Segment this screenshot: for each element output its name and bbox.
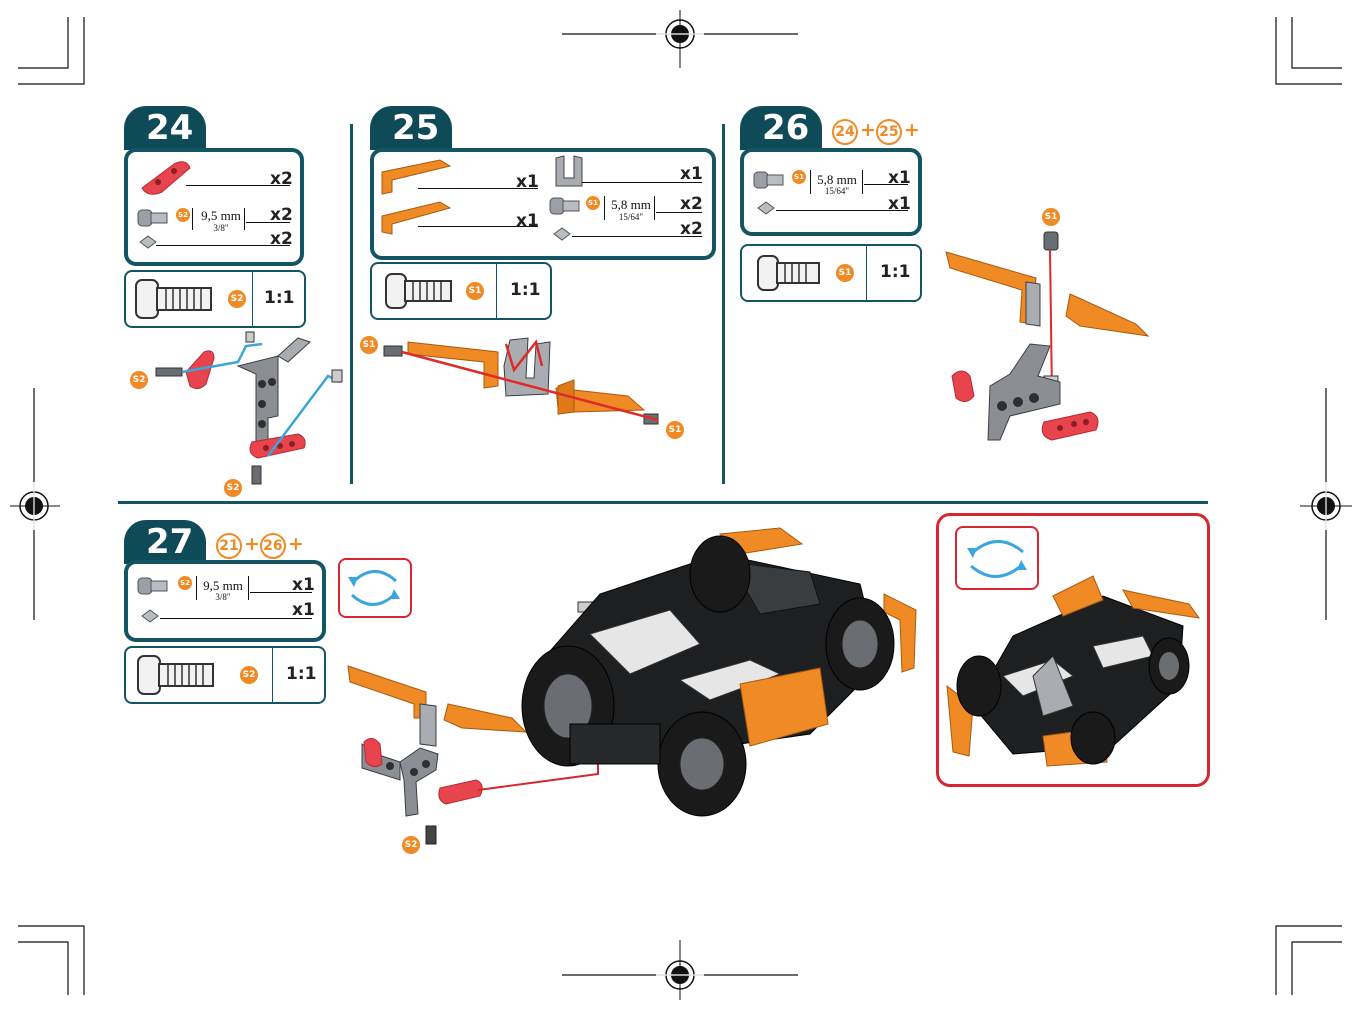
scale-ratio: 1:1: [510, 280, 540, 300]
part-quantity: x2: [270, 205, 293, 225]
part-quantity: x2: [270, 169, 293, 189]
part-quantity: x1: [516, 211, 539, 231]
nut-part-icon: [756, 200, 776, 216]
screw-scale-box: S1 1:1: [370, 262, 552, 320]
part-quantity: x1: [516, 172, 539, 192]
step-ref-circle: 21: [216, 533, 242, 559]
crop-mark-icon: [1276, 926, 1342, 995]
part-quantity: x2: [270, 229, 293, 249]
nut-part-icon: [140, 608, 160, 624]
screw-size-badge: S2: [178, 576, 192, 590]
registration-mark-icon: [656, 10, 704, 68]
screw-length-inch: 3/8": [196, 223, 246, 233]
crop-mark-icon: [18, 17, 68, 68]
finished-car-illustration: [943, 556, 1203, 766]
column-divider: [722, 124, 725, 484]
screw-actual-size-icon: [138, 656, 218, 694]
crop-mark-icon: [1292, 17, 1342, 68]
screw-size-badge: S2: [228, 290, 246, 308]
screw-callout-badge: S1: [1042, 208, 1060, 226]
screw-length: 5,8 mm: [606, 197, 656, 213]
scale-ratio: 1:1: [286, 664, 316, 684]
step-ref-circle: 26: [260, 533, 286, 559]
screw-size-badge: S1: [466, 282, 484, 300]
step-27-assembly-illustration: [340, 524, 920, 844]
part-quantity: x1: [888, 168, 911, 188]
step-ref-circle: 25: [876, 119, 902, 145]
screw-callout-badge: S1: [666, 421, 684, 439]
screw-length-inch: 3/8": [198, 592, 248, 602]
screw-callout-badge: S2: [224, 479, 242, 497]
nut-part-icon: [138, 234, 158, 250]
registration-mark-icon: [10, 482, 60, 530]
step-number: 26: [740, 106, 822, 150]
step-24-assembly-illustration: [128, 326, 358, 496]
part-quantity: x2: [680, 219, 703, 239]
screw-actual-size-icon: [758, 256, 824, 290]
bolt-part-icon: [138, 208, 172, 228]
parts-list: x1 x1 x1 S1 5,8 mm 15/64" x2 x2: [370, 148, 716, 260]
part-quantity: x1: [680, 164, 703, 184]
registration-mark-icon: [1300, 482, 1352, 530]
screw-actual-size-icon: [136, 280, 216, 318]
screw-scale-box: S1 1:1: [740, 244, 922, 302]
step-number: 24: [124, 106, 206, 150]
screw-size-badge: S2: [240, 666, 258, 684]
bolt-part-icon: [550, 196, 584, 216]
step-number: 27: [124, 520, 206, 564]
step-26-assembly-illustration: [940, 226, 1160, 456]
row-divider: [118, 501, 1208, 504]
finished-model-frame: [936, 513, 1210, 787]
parts-list: x2 S2 9,5 mm 3/8" x2 x2: [124, 148, 304, 266]
registration-mark-icon: [656, 940, 704, 1000]
crop-mark-icon: [1276, 17, 1342, 84]
bolt-part-icon: [754, 170, 788, 190]
step-number: 25: [370, 106, 452, 150]
screw-size-badge: S1: [586, 196, 600, 210]
crop-mark-icon: [1292, 942, 1342, 995]
orange-angle-bracket-icon: [380, 198, 452, 236]
screw-callout-badge: S2: [130, 371, 148, 389]
crop-mark-icon: [18, 17, 84, 84]
scale-ratio: 1:1: [880, 262, 910, 282]
red-connector-part-icon: [136, 158, 196, 194]
step-ref-circle: 24: [832, 119, 858, 145]
parts-list: S1 5,8 mm 15/64" x1 x1: [740, 148, 922, 236]
screw-actual-size-icon: [386, 274, 456, 308]
screw-scale-box: S2 1:1: [124, 646, 326, 704]
bolt-part-icon: [138, 576, 172, 596]
screw-size-badge: S2: [176, 208, 190, 222]
part-quantity: x1: [292, 600, 315, 620]
part-quantity: x2: [680, 194, 703, 214]
screw-scale-box: S2 1:1: [124, 270, 306, 328]
part-quantity: x1: [292, 575, 315, 595]
screw-size-badge: S1: [836, 264, 854, 282]
part-quantity: x1: [888, 194, 911, 214]
orange-flat-bracket-icon: [380, 158, 452, 196]
screw-length-inch: 15/64": [606, 212, 656, 222]
previous-steps-reference: 24+25+: [832, 119, 920, 145]
u-bracket-part-icon: [554, 154, 584, 188]
parts-list: S2 9,5 mm 3/8" x1 x1: [124, 560, 326, 642]
previous-steps-reference: 21+26+: [216, 533, 304, 559]
crop-mark-icon: [18, 926, 84, 995]
step-25-assembly-illustration: [378, 330, 678, 440]
screw-length-inch: 15/64": [812, 186, 862, 196]
screw-callout-badge: S2: [402, 836, 420, 854]
screw-size-badge: S1: [792, 170, 806, 184]
screw-callout-badge: S1: [360, 336, 378, 354]
nut-part-icon: [552, 226, 572, 242]
crop-mark-icon: [18, 942, 68, 995]
screw-length: 9,5 mm: [196, 208, 246, 224]
scale-ratio: 1:1: [264, 288, 294, 308]
